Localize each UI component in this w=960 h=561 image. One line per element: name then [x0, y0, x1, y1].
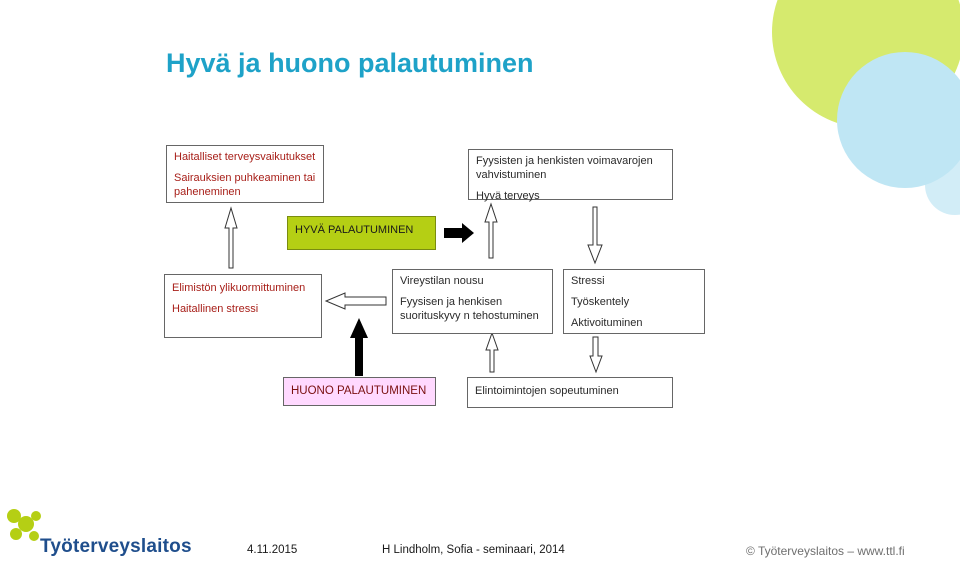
- arrow-up-bad: [350, 318, 368, 376]
- harm-line1: Haitalliset terveysvaikutukset: [174, 151, 316, 163]
- arrow-up-adapt: [485, 331, 499, 373]
- arrow-right-good: [444, 223, 474, 243]
- box-alertness: Vireystilan nousu Fyysisen ja henkisen s…: [392, 269, 553, 334]
- strength-line3: Hyvä terveys: [476, 190, 540, 202]
- overload-line1: Elimistön ylikuormittuminen: [172, 282, 306, 294]
- box-good-recovery: HYVÄ PALAUTUMINEN: [287, 216, 436, 250]
- arrow-down-right: [587, 206, 603, 265]
- box-adaptation: Elintoimintojen sopeutuminen: [467, 377, 673, 408]
- harm-line3: paheneminen: [174, 186, 241, 198]
- arrow-left-overload: [324, 292, 387, 310]
- stress-line3: Aktivoituminen: [571, 317, 643, 329]
- strength-line1: Fyysisten ja henkisten voimavarojen: [476, 155, 653, 167]
- box-stress: Stressi Työskentely Aktivoituminen: [563, 269, 705, 334]
- deco-green-circle: [772, 0, 960, 128]
- harm-line2: Sairauksien puhkeaminen tai: [174, 172, 316, 184]
- ttl-logo-icon: [7, 509, 41, 541]
- strength-line2: vahvistuminen: [476, 169, 547, 181]
- alertness-line3: suorituskyvy n tehostuminen: [400, 310, 539, 322]
- arrow-up-left: [224, 206, 238, 269]
- arrow-down-adapt: [589, 336, 603, 374]
- deco-blue-circle: [837, 52, 960, 188]
- footer-date: 4.11.2015: [247, 544, 298, 556]
- box-strengthening: Fyysisten ja henkisten voimavarojen vahv…: [468, 149, 673, 202]
- alertness-line2: Fyysisen ja henkisen: [400, 296, 503, 308]
- stress-line1: Stressi: [571, 275, 605, 287]
- arrow-up-middle: [484, 202, 498, 259]
- deco-blue-small-circle: [925, 155, 960, 215]
- box-harmful-effects: Haitalliset terveysvaikutukset Sairauksi…: [166, 145, 324, 203]
- box-overload: Elimistön ylikuormittuminen Haitallinen …: [164, 274, 322, 338]
- alertness-line1: Vireystilan nousu: [400, 275, 484, 287]
- page-title: Hyvä ja huono palautuminen: [166, 48, 534, 78]
- box-bad-recovery: HUONO PALAUTUMINEN: [283, 377, 436, 406]
- stress-line2: Työskentely: [571, 296, 630, 308]
- footer-copyright: © Työterveyslaitos – www.ttl.fi: [746, 544, 905, 558]
- overload-line2: Haitallinen stressi: [172, 303, 259, 315]
- footer-author: H Lindholm, Sofia - seminaari, 2014: [382, 544, 565, 556]
- ttl-logo-text: Työterveyslaitos: [40, 536, 192, 557]
